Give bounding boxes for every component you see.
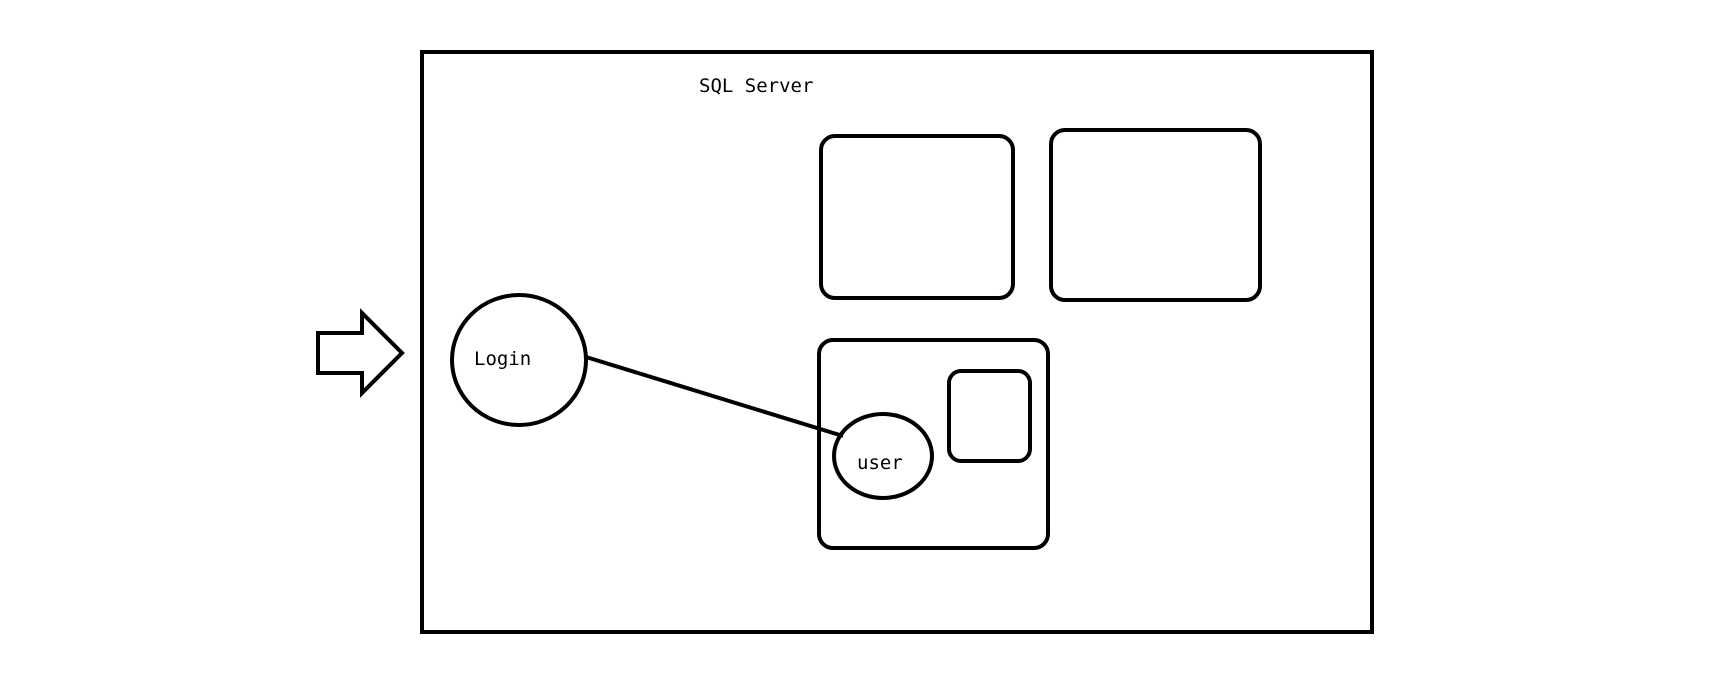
entry-arrow-icon [316,308,405,398]
user-node [832,412,934,500]
login-user-connector [585,355,844,438]
user-label: user [857,452,903,474]
sql-server-box [420,50,1374,634]
top-left-box [819,134,1015,300]
top-right-box [1049,128,1262,302]
sql-server-label: SQL Server [699,75,813,97]
login-label: Login [474,348,531,370]
inner-small-box [947,369,1032,463]
database-box [817,338,1050,550]
login-node [450,293,588,427]
